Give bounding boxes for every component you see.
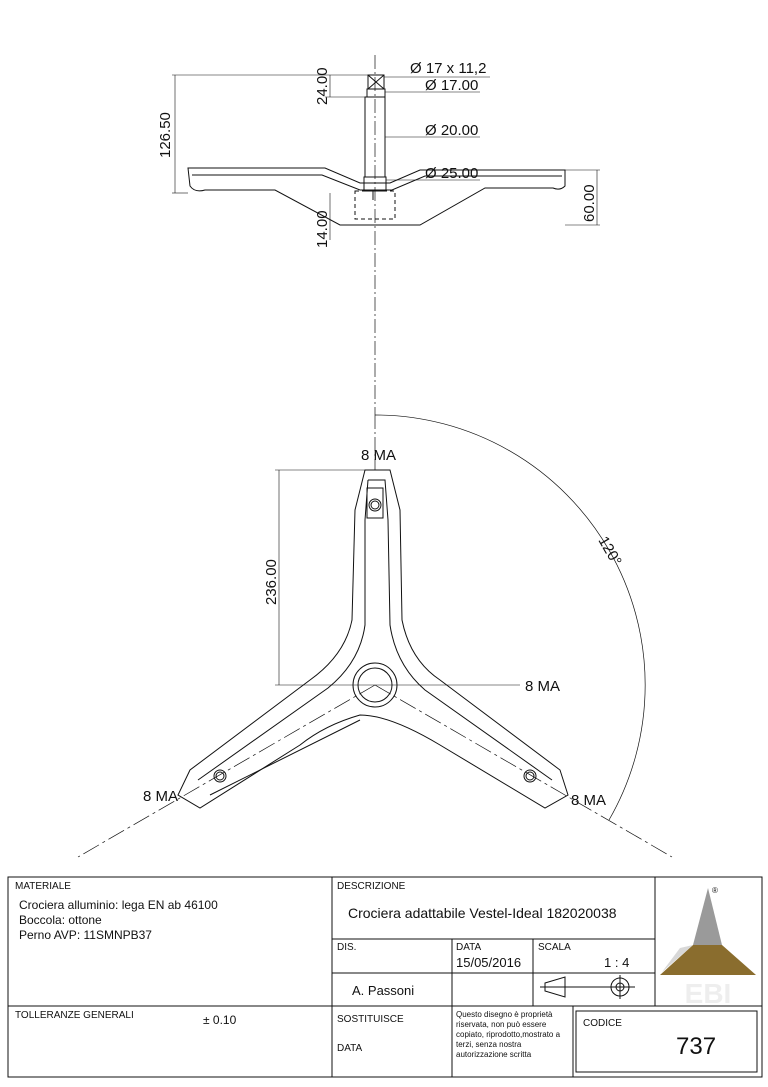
dim-height-14: 14.00 (314, 210, 331, 248)
dim-shaft-top: Ø 17 x 11,2 (410, 60, 486, 77)
ebi-logo: EBI ® (660, 886, 756, 1009)
side-view: 126.50 24.00 14.00 60.00 Ø 17 x 11,2 Ø 1… (157, 55, 600, 415)
thread-top: 8 MA (361, 447, 396, 464)
codice-value: 737 (676, 1033, 717, 1060)
data-label: DATA (456, 942, 482, 953)
logo-registered-mark: ® (712, 886, 718, 895)
descrizione-label: DESCRIZIONE (337, 881, 406, 892)
codice-label: CODICE (583, 1018, 622, 1029)
dim-shaft-d25: Ø 25.00 (425, 165, 478, 182)
dim-height-60: 60.00 (581, 184, 598, 222)
title-block-frame (7, 876, 763, 1078)
materiale-label: MATERIALE (15, 881, 71, 892)
materiale-line-1: Crociera alluminio: lega EN ab 46100 (19, 898, 218, 912)
materiale-line-2: Boccola: ottone (19, 913, 102, 927)
dim-shaft-d20: Ø 20.00 (425, 122, 478, 139)
dim-height-24: 24.00 (314, 67, 331, 105)
scala-label: SCALA (538, 942, 571, 953)
top-view: 236.00 120° 8 MA 8 MA 8 MA 8 MA (77, 414, 673, 858)
disclaimer-text: Questo disegno è proprietà riservata, no… (456, 1010, 561, 1059)
dim-angle: 120° (595, 534, 625, 569)
dim-arm-length: 236.00 (263, 559, 280, 605)
tolleranze-value: ± 0.10 (203, 1013, 237, 1027)
materiale-line-3: Perno AVP: 11SMNPB37 (19, 928, 152, 942)
descrizione-value: Crociera adattabile Vestel-Ideal 1820200… (348, 905, 617, 921)
dim-height-total: 126.50 (157, 112, 174, 158)
thread-center: 8 MA (525, 678, 560, 695)
data2-label: DATA (337, 1043, 363, 1054)
thread-right: 8 MA (571, 792, 606, 809)
scala-value: 1 : 4 (604, 955, 630, 970)
dim-shaft-d17: Ø 17.00 (425, 77, 478, 94)
thread-left: 8 MA (143, 788, 178, 805)
logo-text: EBI (685, 978, 732, 1009)
data-value: 15/05/2016 (456, 955, 522, 970)
sostituisce-label: SOSTITUISCE (337, 1014, 404, 1025)
designer-name: A. Passoni (352, 983, 415, 998)
tolleranze-label: TOLLERANZE GENERALI (15, 1010, 134, 1021)
dis-label: DIS. (337, 942, 357, 953)
